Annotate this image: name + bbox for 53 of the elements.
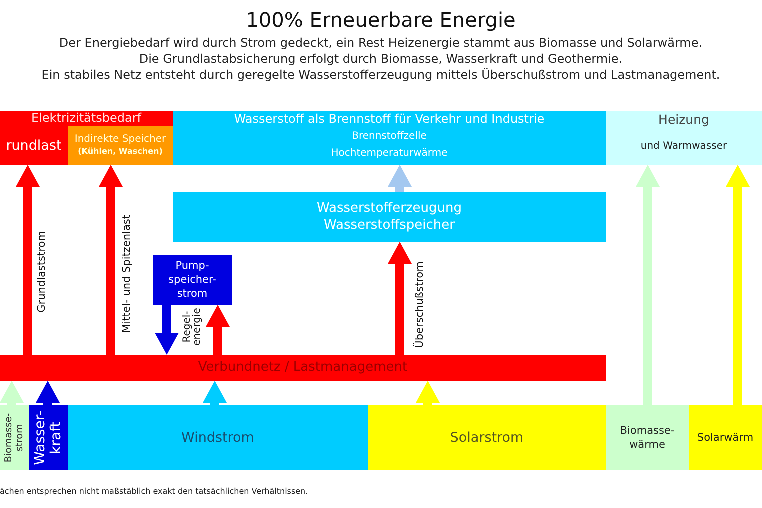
subtitle: Der Energiebedarf wird durch Strom gedeckt, ein Rest Heizenergie stammt aus Biomasse und Solarwärme. xyxy=(59,35,703,51)
source-box xyxy=(368,405,606,470)
source-box xyxy=(689,405,762,470)
arrow xyxy=(388,165,412,192)
demand-box xyxy=(0,111,173,165)
node-label: und Warmwasser xyxy=(640,140,728,154)
arrow xyxy=(206,305,230,355)
node-label: Hochtemperaturwärme xyxy=(331,147,448,161)
arrow xyxy=(99,165,123,355)
source-box xyxy=(606,405,689,470)
node-label: Pump- speicher- strom xyxy=(168,259,216,301)
pumped-storage-box xyxy=(153,255,232,305)
node-label: Wasserstoffspeicher xyxy=(324,217,456,234)
arrow xyxy=(16,165,40,355)
arrow xyxy=(36,381,60,405)
heating-box xyxy=(606,111,762,165)
source-box xyxy=(29,405,68,470)
edge-label: Grundlaststrom xyxy=(36,231,48,313)
node-label: Wasserstofferzeugung xyxy=(316,200,462,217)
source-box xyxy=(0,405,29,470)
node-label: (Kühlen, Waschen) xyxy=(78,147,163,157)
subtitle: Die Grundlastabsicherung erfolgt durch Biomasse, Wasserkraft und Geothermie. xyxy=(139,51,623,67)
node-label: Windstrom xyxy=(182,430,254,446)
node-label: Indirekte Speicher xyxy=(74,134,166,146)
node-label: Verbundnetz / Lastmanagement xyxy=(198,360,408,376)
arrow xyxy=(388,242,412,355)
source-box xyxy=(68,405,368,470)
heading: Elektrizitätsbedarf xyxy=(32,111,142,126)
edge-label: Überschußstrom xyxy=(414,262,426,348)
title: 100% Erneuerbare Energie xyxy=(246,8,516,32)
edge-label: Mittel- und Spitzenlast xyxy=(121,215,133,333)
node-label: Brennstoffzelle xyxy=(352,130,427,144)
arrow xyxy=(203,381,227,405)
node-label: Biomasse- strom xyxy=(4,412,26,462)
node-label: Biomasse- wärme xyxy=(620,424,675,452)
heading: Wasserstoff als Brennstoff für Verkehr und Industrie xyxy=(234,112,545,127)
node-label: Wasser- kraft xyxy=(32,410,64,465)
hydrogen-production-box xyxy=(173,192,606,242)
storage-box xyxy=(68,126,173,165)
grid-bar xyxy=(0,355,606,381)
hydrogen-use-box xyxy=(173,111,606,165)
arrow xyxy=(416,381,440,405)
subtitle: Ein stabiles Netz entsteht durch geregelte Wasserstofferzeugung mittels Überschußstrom und Lastmanagement. xyxy=(42,67,720,83)
edge-label: Regel- energie xyxy=(183,308,203,346)
arrow xyxy=(155,305,179,355)
node-label: Solarwärm xyxy=(697,430,754,444)
heading: Heizung xyxy=(658,112,710,128)
arrow xyxy=(636,165,660,405)
node-label: rundlast xyxy=(6,138,62,154)
footnote: ächen entsprechen nicht maßstäblich exakt den tatsächlichen Verhältnissen. xyxy=(0,486,308,497)
arrow xyxy=(0,381,24,405)
node-label: Solarstrom xyxy=(450,430,524,446)
arrow xyxy=(726,165,750,405)
